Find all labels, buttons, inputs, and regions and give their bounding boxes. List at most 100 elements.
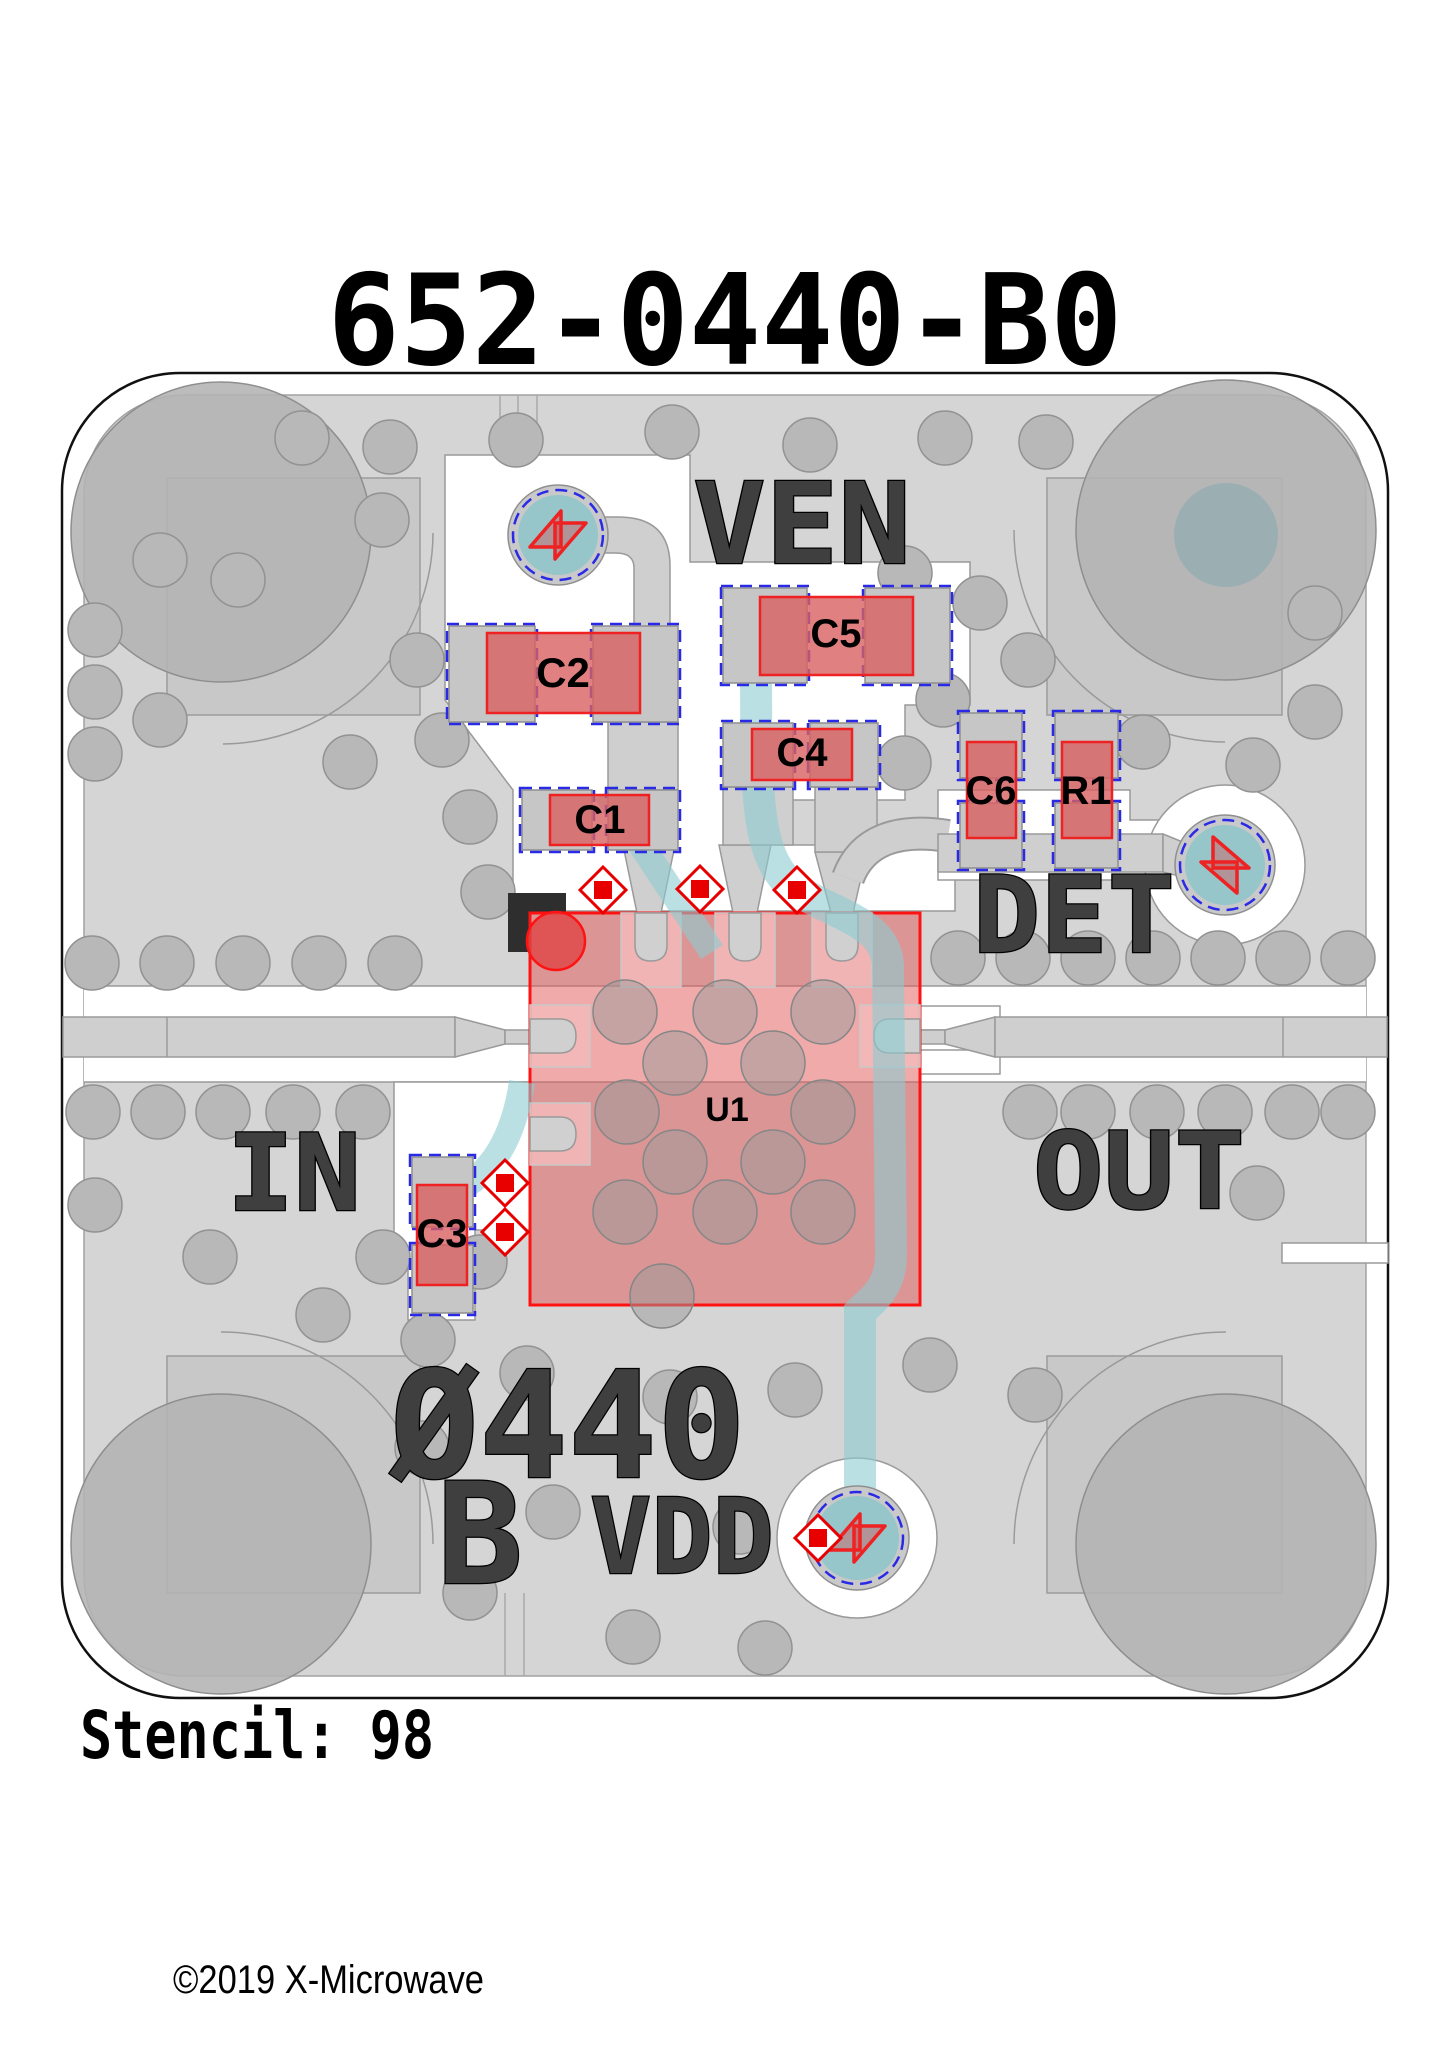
via-dot — [499, 1345, 555, 1401]
via-dot — [265, 1084, 321, 1140]
via-dot — [139, 935, 195, 991]
via-dot — [1320, 930, 1376, 986]
vdd-net-trace — [740, 647, 908, 1500]
label-revision: B — [437, 1454, 523, 1617]
copyright: ©2019 X-Microwave — [173, 1958, 484, 2002]
corner-teal-circle — [1174, 483, 1278, 587]
via-dot — [362, 419, 418, 475]
via-dot — [1255, 930, 1311, 986]
via-dot — [442, 1565, 498, 1621]
via-dot — [1018, 414, 1074, 470]
ref-c3: C3 — [416, 1212, 467, 1256]
chip-via-dots — [592, 979, 856, 1329]
via-dot — [1002, 1084, 1058, 1140]
via-dot — [1060, 930, 1116, 986]
via-dot — [1000, 632, 1056, 688]
via-dot — [67, 726, 123, 782]
bowtie-icon — [528, 509, 588, 561]
component-c3: C3 — [408, 1153, 477, 1317]
chip-via-dot — [629, 1263, 695, 1329]
corner-arcs — [220, 529, 1227, 1545]
rf-in-trace — [62, 1016, 456, 1058]
via-vdd — [804, 1485, 910, 1591]
fiducial-diamond-icon — [577, 864, 629, 916]
chip-via-dot — [642, 1129, 708, 1195]
via-dot — [525, 1484, 581, 1540]
via-dot — [605, 1609, 661, 1665]
via-dot — [1007, 1367, 1063, 1423]
via-dot — [132, 532, 188, 588]
via-dot — [460, 864, 516, 920]
via-dot — [737, 1620, 793, 1676]
via-dot — [1129, 1084, 1185, 1140]
via-dot — [930, 930, 986, 986]
chip-via-dot — [740, 1030, 806, 1096]
via-dot — [1197, 1084, 1253, 1140]
via-dot — [767, 1362, 823, 1418]
ref-c2: C2 — [536, 649, 590, 696]
chip-via-dot — [692, 1179, 758, 1245]
via-dot — [642, 1369, 698, 1425]
via-dot — [1060, 1084, 1116, 1140]
pin1-corner-mark — [508, 893, 566, 952]
via-dot — [1190, 930, 1246, 986]
via-dot — [295, 1287, 351, 1343]
via-dot — [367, 935, 423, 991]
chip-via-dot — [592, 979, 658, 1045]
ref-c4: C4 — [776, 731, 828, 775]
via-dot — [1264, 1084, 1320, 1140]
via-dot — [394, 1420, 450, 1476]
fiducial-diamond-icon — [792, 1512, 844, 1564]
chip-via-dot — [740, 1129, 806, 1195]
label-ven: VEN — [693, 460, 911, 590]
label-in: IN — [227, 1112, 361, 1235]
ref-r1: R1 — [1060, 769, 1111, 813]
via-dot — [644, 404, 700, 460]
via-det — [1174, 814, 1276, 916]
pin1-circle — [525, 910, 587, 972]
via-dot — [1229, 1165, 1285, 1221]
chip-via-dot — [594, 1079, 660, 1145]
via-ven — [507, 484, 609, 586]
via-dot — [215, 935, 271, 991]
component-c1: C1 — [518, 786, 682, 854]
fiducial-diamond-icon — [674, 863, 726, 915]
fiducial-diamond-icon — [479, 1157, 531, 1209]
via-dot — [876, 735, 932, 791]
via-dot — [355, 1229, 411, 1285]
via-dot — [995, 930, 1051, 986]
chip-via-dot — [642, 1030, 708, 1096]
via-dot — [64, 935, 120, 991]
via-dot — [1125, 930, 1181, 986]
via-dot — [1320, 1084, 1376, 1140]
component-r1: R1 — [1051, 709, 1122, 872]
bowtie-icon — [1199, 835, 1251, 895]
via-dot — [67, 602, 123, 658]
chip-via-dot — [790, 979, 856, 1045]
via-dot — [65, 1084, 121, 1140]
label-model: Ø440 — [389, 1340, 746, 1512]
via-dot — [67, 664, 123, 720]
component-c2: C2 — [445, 622, 682, 726]
via-dot — [1225, 737, 1281, 793]
via-dot — [322, 734, 378, 790]
via-dot — [1115, 714, 1171, 770]
ref-c5: C5 — [810, 612, 861, 656]
via-dot — [274, 410, 330, 466]
chip-via-dot — [790, 1179, 856, 1245]
label-vdd: VDD — [590, 1476, 774, 1598]
chip-via-dot — [592, 1179, 658, 1245]
fiducial-diamond-icon — [771, 864, 823, 916]
det-arc — [833, 818, 951, 884]
chip-via-dot — [790, 1079, 856, 1145]
via-dot — [389, 632, 445, 688]
chip-via-dot — [692, 979, 758, 1045]
stencil-label: Stencil: 98 — [80, 1697, 434, 1774]
rf-out-trace — [994, 1016, 1388, 1058]
fiducial-diamond-icon — [479, 1206, 531, 1258]
component-c6: C6 — [956, 709, 1026, 872]
via-dot — [67, 1177, 123, 1233]
ref-c6: C6 — [965, 769, 1016, 813]
via-dot — [291, 935, 347, 991]
component-c5: C5 — [719, 584, 954, 687]
